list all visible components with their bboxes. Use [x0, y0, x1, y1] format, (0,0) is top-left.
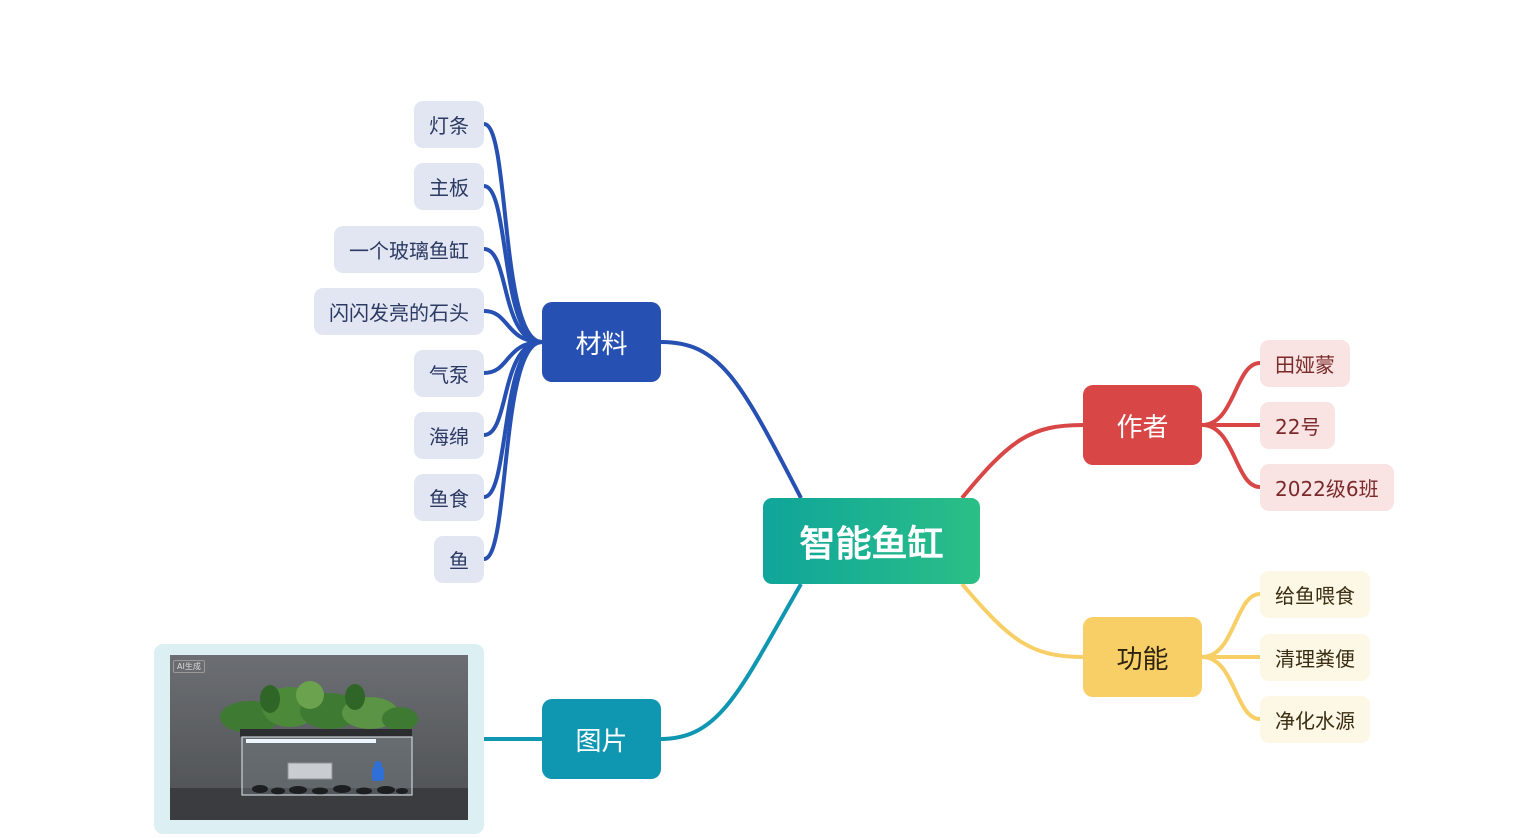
edge-function-leaf [1201, 655, 1261, 721]
edge-root-function [960, 582, 1084, 659]
leaf-materials-shiny-stones[interactable]: 闪闪发亮的石头 [314, 288, 484, 335]
leaf-author-number[interactable]: 22号 [1260, 402, 1336, 449]
leaf-function-clean-waste[interactable]: 清理粪便 [1260, 634, 1370, 681]
leaf-materials-light-strip[interactable]: 灯条 [414, 101, 484, 148]
leaf-function-purify-water[interactable]: 净化水源 [1260, 696, 1370, 743]
edge-author-leaf [1201, 361, 1261, 427]
leaf-author-class[interactable]: 2022级6班 [1260, 464, 1394, 511]
branch-function[interactable]: 功能 [1083, 617, 1202, 697]
leaf-materials-fish-food[interactable]: 鱼食 [414, 474, 484, 521]
aquarium-photo: AI生成 [170, 655, 468, 820]
edge-author-leaf [1201, 423, 1261, 489]
root-node[interactable]: 智能鱼缸 [763, 498, 980, 584]
image-node[interactable]: AI生成 [154, 644, 484, 834]
leaf-materials-fish[interactable]: 鱼 [434, 536, 484, 583]
edge-materials-leaf [483, 184, 543, 344]
branch-materials[interactable]: 材料 [542, 302, 661, 382]
aquarium-illustration [170, 655, 468, 820]
leaf-author-name[interactable]: 田娅蒙 [1260, 340, 1350, 387]
ai-generated-badge: AI生成 [173, 660, 205, 673]
edge-materials-leaf [483, 247, 543, 344]
leaf-materials-air-pump[interactable]: 气泵 [414, 350, 484, 397]
leaf-materials-mainboard[interactable]: 主板 [414, 163, 484, 210]
edge-root-author [960, 423, 1084, 500]
leaf-materials-glass-tank[interactable]: 一个玻璃鱼缸 [334, 226, 484, 273]
edge-root-materials [660, 340, 803, 499]
branch-image[interactable]: 图片 [542, 699, 661, 779]
edge-function-leaf [1201, 592, 1261, 659]
branch-author[interactable]: 作者 [1083, 385, 1202, 465]
leaf-materials-sponge[interactable]: 海绵 [414, 412, 484, 459]
leaf-function-feed-fish[interactable]: 给鱼喂食 [1260, 571, 1370, 618]
edge-materials-leaf [483, 340, 543, 561]
edge-root-image [660, 583, 803, 741]
